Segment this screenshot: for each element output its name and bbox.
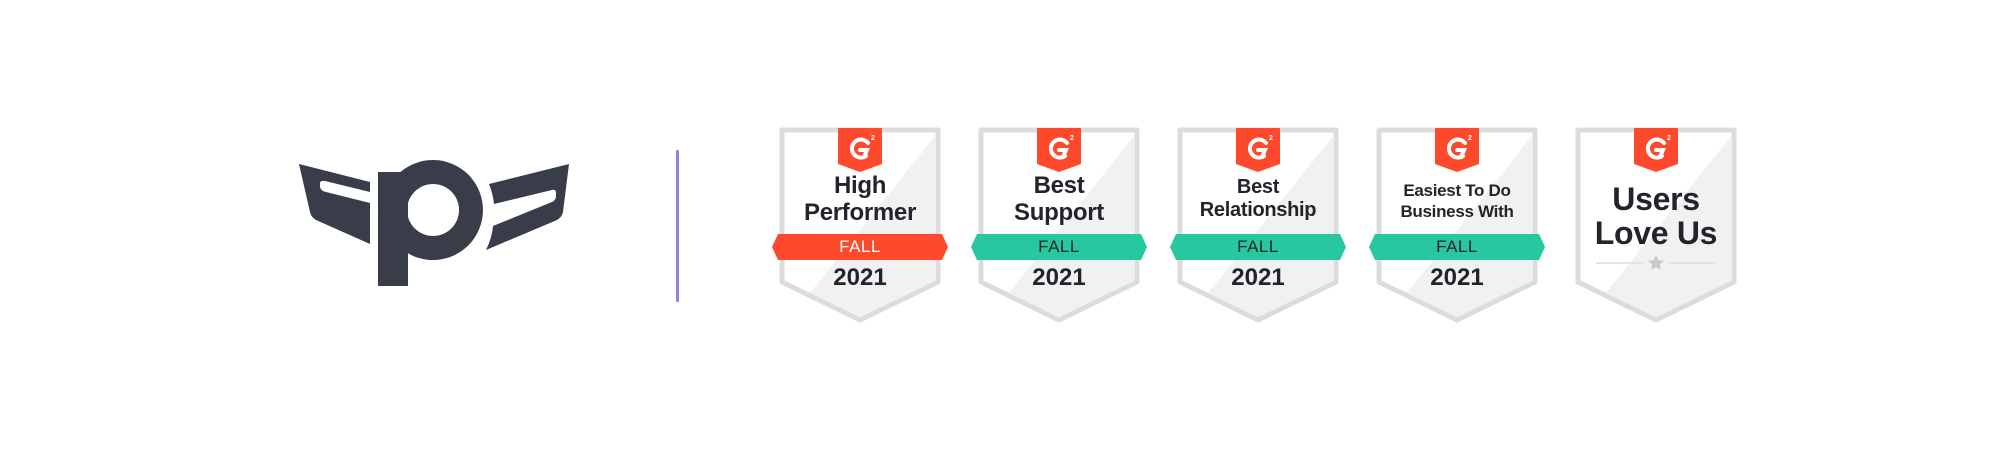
badge-season: FALL [1436, 237, 1478, 256]
badge-title-line: Love Us [1594, 215, 1718, 251]
season-ribbon [1170, 234, 1346, 260]
badge-title-line: Best [1033, 172, 1085, 199]
award-badge: 2 Best Relationship FALL 2021 [1168, 126, 1348, 324]
badge-title-line: Support [1014, 199, 1104, 226]
season-ribbon [772, 234, 948, 260]
badge-season: FALL [1237, 237, 1279, 256]
badge-title-line: Relationship [1199, 199, 1317, 221]
g2-logo-icon [1048, 137, 1070, 160]
company-logo [296, 158, 572, 290]
badge-shield-shape: 2 [772, 127, 948, 323]
badge-year: 2021 [1231, 264, 1285, 291]
g2-logo-icon [849, 137, 871, 160]
vertical-divider [676, 150, 679, 302]
award-badge: 2 High Performer FALL 2021 [770, 126, 950, 324]
award-badge: 2 Easiest To Do Business With FALL 2021 [1367, 126, 1547, 324]
badge-title: Best Relationship [1186, 176, 1330, 222]
season-ribbon [971, 234, 1147, 260]
winged-p-logo-icon [299, 160, 569, 286]
badge-title-line: Best [1236, 176, 1280, 198]
badge-shield-shape: 2 [1369, 127, 1545, 323]
badge-year: 2021 [1430, 264, 1484, 291]
badge-title-line: High [833, 172, 887, 199]
badge-season: FALL [839, 237, 881, 256]
badge-title-line: Business With [1400, 202, 1514, 221]
badge-title: Users Love Us [1584, 182, 1728, 250]
award-badge: 2 Users Love Us [1566, 126, 1746, 324]
badge-title-line: Users [1612, 181, 1700, 217]
badge-title: Best Support [987, 172, 1131, 226]
badge-title: High Performer [788, 172, 932, 226]
badge-shield-shape: 2 [1575, 127, 1737, 323]
badge-season: FALL [1038, 237, 1080, 256]
g2-superscript: 2 [1269, 135, 1273, 142]
g2-logo-icon [1446, 137, 1468, 160]
badge-year: 2021 [1032, 264, 1086, 291]
badge-title-line: Easiest To Do [1403, 181, 1511, 200]
badge-shield-shape: 2 [1170, 127, 1346, 323]
g2-superscript: 2 [1070, 135, 1074, 142]
g2-logo-icon [1247, 137, 1269, 160]
g2-logo-icon [1645, 137, 1667, 160]
g2-superscript: 2 [1468, 135, 1472, 142]
badge-title: Easiest To Do Business With [1385, 180, 1529, 222]
g2-superscript: 2 [1667, 135, 1671, 142]
star-icon [1648, 255, 1664, 270]
badge-shield-shape: 2 [971, 127, 1147, 323]
season-ribbon [1369, 234, 1545, 260]
g2-superscript: 2 [871, 135, 875, 142]
badge-year: 2021 [833, 264, 887, 291]
badge-title-line: Performer [803, 199, 916, 226]
award-badge: 2 Best Support FALL 2021 [969, 126, 1149, 324]
